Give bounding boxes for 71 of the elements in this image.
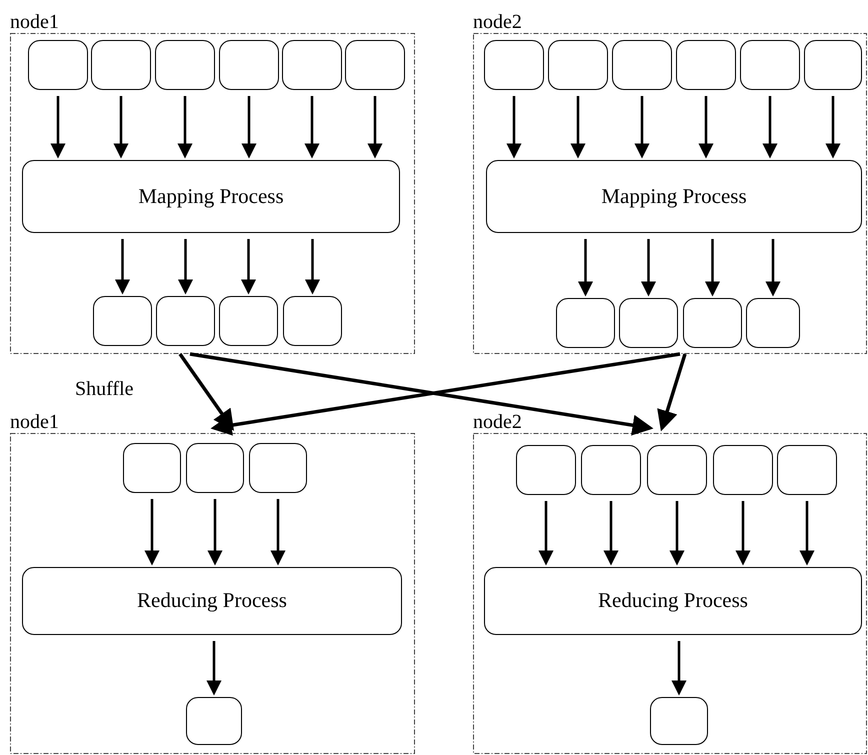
arrow (304, 96, 320, 158)
rounded-box (155, 40, 215, 90)
rounded-box (249, 443, 307, 493)
rounded-box (219, 40, 279, 90)
rounded-box (28, 40, 88, 90)
arrow (242, 96, 256, 158)
rounded-box (219, 296, 278, 346)
node-heading: node2 (473, 411, 522, 433)
rounded-box (282, 40, 342, 90)
node-heading: node2 (473, 11, 522, 33)
arrow (178, 96, 192, 158)
arrow (672, 641, 686, 696)
rounded-box (91, 40, 151, 90)
arrow (570, 96, 586, 158)
rounded-box (683, 298, 742, 348)
node-heading: node1 (10, 11, 59, 33)
rounded-box (740, 40, 800, 90)
arrow (641, 239, 656, 296)
arrow (766, 239, 780, 296)
rounded-box (713, 445, 773, 495)
arrow (826, 96, 840, 158)
arrow (736, 501, 750, 566)
arrow (800, 501, 814, 566)
rounded-box (548, 40, 608, 90)
rounded-box (804, 40, 862, 90)
arrow (705, 239, 720, 296)
arrow (144, 499, 160, 566)
rounded-box (93, 296, 152, 346)
arrow (114, 96, 128, 158)
arrow (241, 239, 256, 294)
rounded-box (186, 697, 242, 745)
shuffle-label: Shuffle (75, 378, 134, 400)
process-box: Mapping Process (22, 160, 400, 233)
arrow (634, 96, 650, 158)
arrow (208, 499, 222, 566)
rounded-box (345, 40, 405, 90)
rounded-box (186, 443, 244, 493)
rounded-box (647, 445, 707, 495)
rounded-box (612, 40, 672, 90)
rounded-box (556, 298, 615, 348)
arrow (698, 96, 714, 158)
arrow (270, 499, 286, 566)
arrow (178, 353, 234, 431)
rounded-box (484, 40, 544, 90)
arrow (762, 96, 778, 158)
process-box: Mapping Process (486, 160, 862, 233)
process-box: Reducing Process (22, 567, 402, 635)
rounded-box (650, 697, 708, 745)
arrow (206, 641, 222, 696)
arrow (368, 96, 382, 158)
arrow (178, 239, 193, 294)
arrow (657, 353, 687, 432)
arrow (604, 501, 618, 566)
node-heading: node1 (10, 411, 59, 433)
rounded-box (746, 298, 800, 348)
rounded-box (619, 298, 678, 348)
arrow (578, 239, 593, 296)
arrow (115, 239, 130, 294)
arrow (305, 239, 320, 294)
rounded-box (516, 445, 576, 495)
rounded-box (676, 40, 736, 90)
rounded-box (777, 445, 837, 495)
rounded-box (581, 445, 641, 495)
rounded-box (156, 296, 215, 346)
arrow (50, 96, 66, 158)
rounded-box (123, 443, 181, 493)
arrow (670, 501, 684, 566)
process-box: Reducing Process (484, 567, 862, 635)
arrow (538, 501, 554, 566)
arrow (506, 96, 522, 158)
rounded-box (283, 296, 342, 346)
